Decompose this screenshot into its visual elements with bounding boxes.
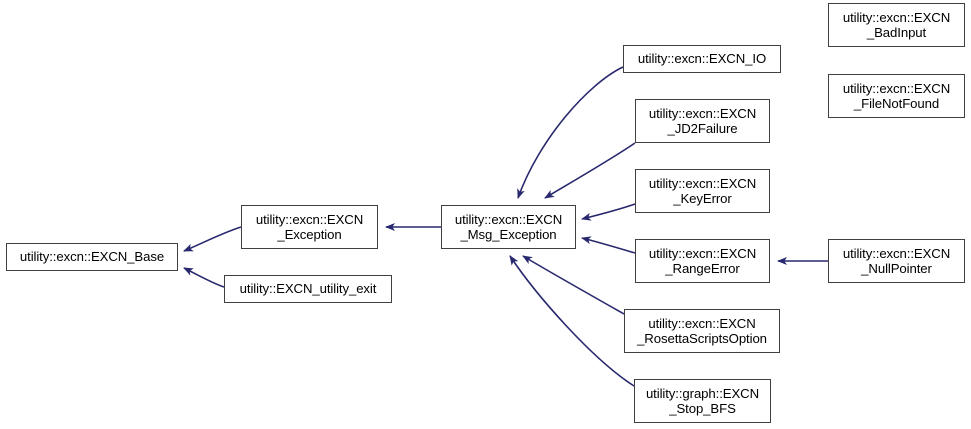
inheritance-edge bbox=[517, 66, 624, 199]
class-node-excn-rangeerror[interactable]: utility::excn::EXCN _RangeError bbox=[635, 239, 770, 283]
class-node-excn-exception[interactable]: utility::excn::EXCN _Exception bbox=[241, 205, 378, 249]
class-node-label: utility::excn::EXCN _KeyError bbox=[648, 175, 757, 207]
class-node-excn-nullpointer[interactable]: utility::excn::EXCN _NullPointer bbox=[828, 239, 965, 283]
class-node-label: utility::excn::EXCN_Base bbox=[19, 249, 165, 265]
class-node-excn-utility-exit[interactable]: utility::EXCN_utility_exit bbox=[224, 275, 392, 303]
class-node-label: utility::excn::EXCN _NullPointer bbox=[842, 245, 951, 277]
class-node-excn-base[interactable]: utility::excn::EXCN_Base bbox=[6, 243, 178, 271]
class-node-label: utility::excn::EXCN _RosettaScriptsOptio… bbox=[637, 315, 767, 347]
inheritance-edge bbox=[509, 255, 635, 387]
inheritance-edge bbox=[522, 255, 625, 315]
class-node-label: utility::excn::EXCN _FileNotFound bbox=[842, 80, 951, 112]
class-node-excn-io[interactable]: utility::excn::EXCN_IO bbox=[623, 45, 781, 73]
class-node-label: utility::excn::EXCN _BadInput bbox=[842, 9, 951, 41]
class-node-excn-filenotfound[interactable]: utility::excn::EXCN _FileNotFound bbox=[828, 74, 965, 118]
inheritance-edge bbox=[581, 203, 636, 221]
class-node-label: utility::excn::EXCN_IO bbox=[637, 51, 767, 67]
class-node-label: utility::excn::EXCN _Exception bbox=[255, 211, 364, 243]
class-node-label: utility::excn::EXCN _RangeError bbox=[648, 245, 757, 277]
inheritance-edge bbox=[581, 236, 636, 254]
class-node-excn-stop-bfs[interactable]: utility::graph::EXCN _Stop_BFS bbox=[634, 379, 771, 423]
inheritance-edge bbox=[183, 267, 225, 288]
class-node-excn-jd2failure[interactable]: utility::excn::EXCN _JD2Failure bbox=[635, 99, 770, 143]
class-node-excn-rosettascriptsoption[interactable]: utility::excn::EXCN _RosettaScriptsOptio… bbox=[624, 309, 780, 353]
class-node-label: utility::excn::EXCN _JD2Failure bbox=[648, 105, 757, 137]
inheritance-edge bbox=[544, 142, 636, 199]
class-node-excn-badinput[interactable]: utility::excn::EXCN _BadInput bbox=[828, 3, 965, 47]
class-node-excn-msg-exception[interactable]: utility::excn::EXCN _Msg_Exception bbox=[441, 205, 576, 249]
class-node-excn-keyerror[interactable]: utility::excn::EXCN _KeyError bbox=[635, 169, 770, 213]
class-node-label: utility::graph::EXCN _Stop_BFS bbox=[645, 385, 760, 417]
class-node-label: utility::excn::EXCN _Msg_Exception bbox=[454, 211, 563, 243]
inheritance-edges bbox=[183, 66, 828, 387]
inheritance-edge bbox=[183, 226, 242, 252]
class-node-label: utility::EXCN_utility_exit bbox=[239, 281, 377, 297]
